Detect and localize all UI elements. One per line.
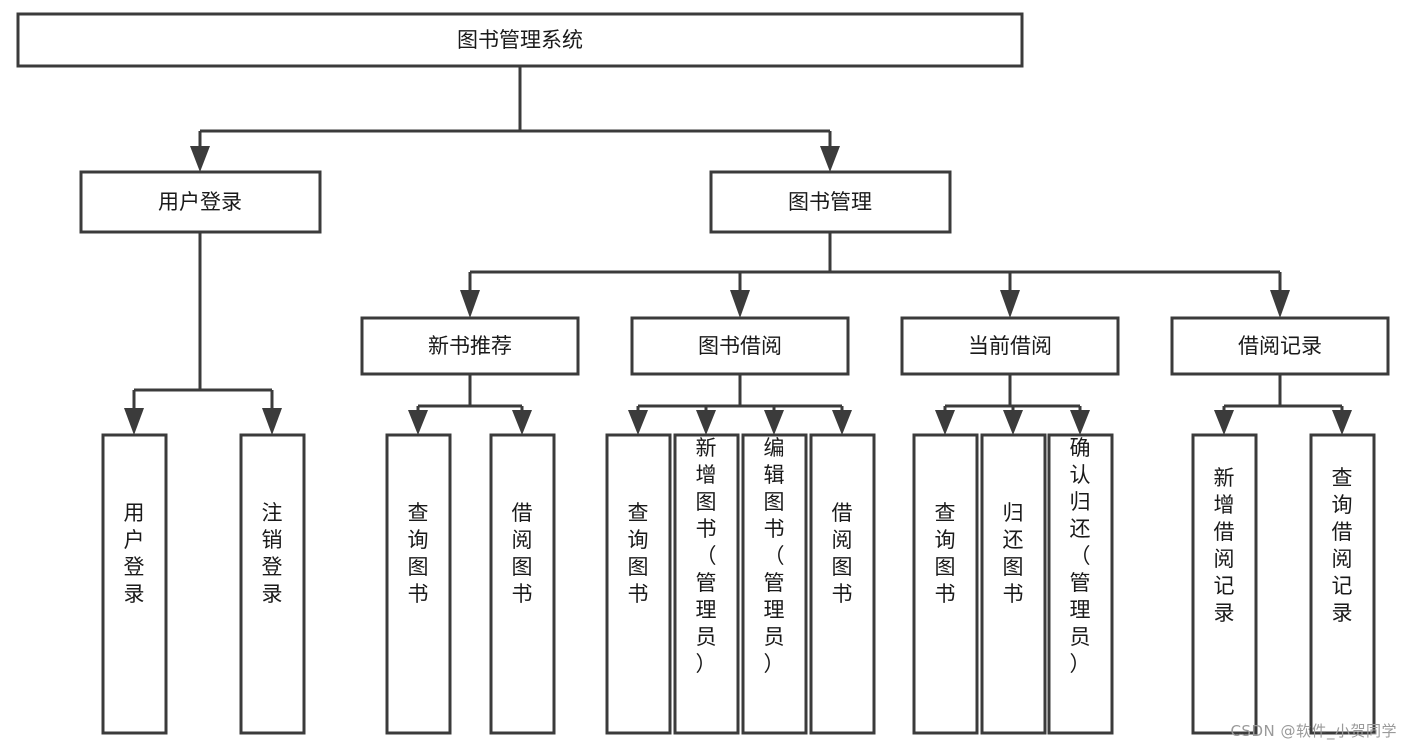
arrow-head-icon [764, 410, 784, 435]
arrow-head-icon [512, 410, 532, 435]
arrow-head-icon [935, 410, 955, 435]
connector-borrow-record-to-leaves [1214, 374, 1352, 435]
arrow-head-icon [820, 146, 840, 172]
connector-user-login-to-leaves [124, 232, 282, 435]
node-root[interactable]: 图书管理系统 [16, 12, 1024, 68]
node-book-management-label: 图书管理 [788, 190, 872, 214]
leaf-label: 查询图书 [628, 501, 649, 606]
node-borrow-record-label: 借阅记录 [1238, 334, 1322, 358]
arrow-head-icon [460, 290, 480, 318]
leaf-label: 新增图书（管理员） [696, 436, 717, 676]
leaf-box [1309, 433, 1376, 735]
leaf-borrow-record-0[interactable]: 新增借阅记录 [1191, 433, 1258, 735]
node-new-book-recommend[interactable]: 新书推荐 [360, 316, 580, 376]
node-root-label: 图书管理系统 [457, 28, 583, 52]
leaf-new-book-1[interactable]: 借阅图书 [489, 433, 556, 735]
arrow-head-icon [1332, 410, 1352, 435]
leaf-borrow-record-1[interactable]: 查询借阅记录 [1309, 433, 1376, 735]
arrow-head-icon [696, 410, 716, 435]
leaf-current-borrow-2[interactable]: 确认归还（管理员） [1047, 433, 1114, 735]
leaf-box [980, 433, 1047, 735]
leaf-box [912, 433, 979, 735]
leaf-book-borrow-1[interactable]: 新增图书（管理员） [673, 433, 740, 735]
leaf-label: 注销登录 [262, 501, 283, 606]
arrow-head-icon [1270, 290, 1290, 318]
leaf-book-borrow-0[interactable]: 查询图书 [605, 433, 672, 735]
leaf-box [1191, 433, 1258, 735]
connector-root-to-level1 [190, 66, 840, 172]
arrow-head-icon [832, 410, 852, 435]
leaf-box [1047, 433, 1114, 735]
node-new-book-recommend-box [360, 316, 580, 376]
node-new-book-recommend-label: 新书推荐 [428, 334, 512, 358]
arrow-head-icon [1003, 410, 1023, 435]
leaf-label: 借阅图书 [512, 501, 533, 606]
leaf-box [101, 433, 168, 735]
watermark-text: CSDN @软件_小贺同学 [1230, 722, 1397, 740]
leaf-box [741, 433, 808, 735]
leaf-new-book-0[interactable]: 查询图书 [385, 433, 452, 735]
arrow-head-icon [190, 146, 210, 172]
leaf-label: 借阅图书 [832, 501, 853, 606]
connector-book-management-to-level2 [460, 232, 1290, 318]
leaf-label: 查询图书 [935, 501, 956, 606]
leaf-box [673, 433, 740, 735]
node-book-borrow-label: 图书借阅 [698, 334, 782, 358]
leaf-label: 编辑图书（管理员） [764, 436, 785, 676]
leaf-label: 归还图书 [1003, 501, 1024, 606]
leaf-current-borrow-0[interactable]: 查询图书 [912, 433, 979, 735]
leaf-box [605, 433, 672, 735]
leaf-label: 新增借阅记录 [1214, 466, 1235, 625]
node-root-box [16, 12, 1024, 68]
leaf-box [489, 433, 556, 735]
leaf-user-login-0[interactable]: 用户登录 [101, 433, 168, 735]
arrow-head-icon [124, 408, 144, 435]
node-current-borrow-label: 当前借阅 [968, 334, 1052, 358]
arrow-head-icon [262, 408, 282, 435]
arrow-head-icon [1070, 410, 1090, 435]
leaf-label: 查询图书 [408, 501, 429, 606]
node-user-login-label: 用户登录 [158, 190, 242, 214]
node-borrow-record[interactable]: 借阅记录 [1170, 316, 1390, 376]
leaf-box [809, 433, 876, 735]
node-book-management[interactable]: 图书管理 [709, 170, 952, 234]
arrow-head-icon [408, 410, 428, 435]
leaf-box [385, 433, 452, 735]
arrow-head-icon [1000, 290, 1020, 318]
leaf-book-borrow-3[interactable]: 借阅图书 [809, 433, 876, 735]
leaf-box [239, 433, 306, 735]
arrow-head-icon [628, 410, 648, 435]
node-current-borrow-box [900, 316, 1120, 376]
leaf-label: 用户登录 [124, 501, 145, 606]
node-current-borrow[interactable]: 当前借阅 [900, 316, 1120, 376]
node-book-borrow[interactable]: 图书借阅 [630, 316, 850, 376]
arrow-head-icon [1214, 410, 1234, 435]
node-user-login[interactable]: 用户登录 [79, 170, 322, 234]
connector-current-borrow-to-leaves [935, 374, 1090, 435]
leaf-user-login-1[interactable]: 注销登录 [239, 433, 306, 735]
leaf-current-borrow-1[interactable]: 归还图书 [980, 433, 1047, 735]
leaf-label: 确认归还（管理员） [1070, 436, 1091, 676]
connector-book-borrow-to-leaves [628, 374, 852, 435]
arrow-head-icon [730, 290, 750, 318]
leaf-label: 查询借阅记录 [1332, 466, 1353, 625]
node-user-login-box [79, 170, 322, 234]
connector-new-book-to-leaves [408, 374, 532, 435]
leaf-book-borrow-2[interactable]: 编辑图书（管理员） [741, 433, 808, 735]
